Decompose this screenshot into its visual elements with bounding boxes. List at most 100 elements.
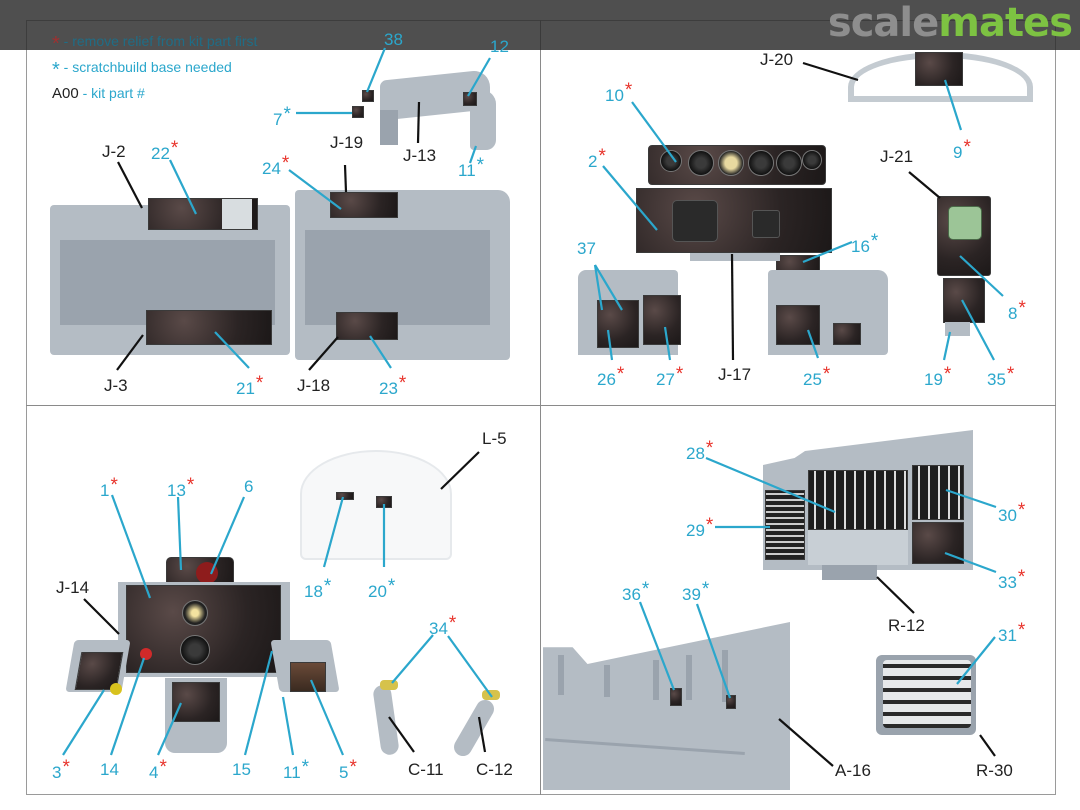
callout-27: 27* [656, 364, 684, 389]
callout-22: 22* [151, 138, 179, 163]
decal-35 [943, 278, 985, 323]
blue-asterisk-icon: * [301, 757, 310, 778]
decal-5 [290, 662, 326, 692]
callout-number: 30 [998, 506, 1017, 525]
callout-37: 37 [577, 240, 596, 258]
part-label-r12: R-12 [888, 616, 925, 635]
callout-30: 30* [998, 500, 1026, 525]
watermark-band [0, 0, 1080, 50]
red-handle-14 [140, 648, 152, 660]
decal-22-gauge [222, 199, 252, 229]
callout-number: 18 [304, 582, 323, 601]
decal-21-console [146, 310, 272, 345]
radar-screen-green [948, 206, 982, 240]
callout-number: 35 [987, 370, 1006, 389]
red-asterisk-icon: * [448, 613, 457, 634]
mfd-left [672, 200, 718, 242]
callout-number: 26 [597, 370, 616, 389]
red-asterisk-icon: * [963, 137, 971, 158]
callout-number: 13 [167, 481, 186, 500]
decal-19-base [945, 322, 970, 336]
red-asterisk-icon: * [943, 364, 952, 385]
part-label-a16: A-16 [835, 761, 871, 780]
callout-number: 3 [52, 763, 62, 782]
callout-28: 28* [686, 439, 713, 463]
part-j17-pedestal [690, 253, 780, 261]
callout-number: 22 [151, 144, 170, 163]
part-label-r30: R-30 [976, 761, 1013, 780]
callout-number: 8 [1008, 304, 1018, 323]
hsi-gauge [180, 635, 210, 665]
part-label-c12: C-12 [476, 760, 513, 779]
legend-blue-text: - scratchbuild base needed [59, 59, 232, 75]
callout-31: 31* [998, 621, 1025, 645]
callout-25: 25* [803, 365, 830, 389]
callout-36: 36* [622, 580, 649, 604]
callout-number: 5 [339, 763, 349, 782]
callout-12: 12 [490, 38, 509, 56]
callout-20: 20* [368, 577, 395, 601]
r12-center-plate [808, 530, 908, 565]
adi-gauge [182, 600, 208, 626]
blue-asterisk-icon: * [283, 104, 291, 125]
decal-34-c11 [380, 680, 398, 690]
callout-number: 6 [244, 477, 254, 496]
gauge-6 [802, 150, 822, 170]
callout-number: 9 [953, 143, 963, 162]
part-label-j18: J-18 [297, 376, 331, 395]
callout-39: 39* [682, 580, 709, 604]
part-label-l5: L-5 [482, 429, 507, 448]
part-label-j3: J-3 [104, 376, 128, 395]
logo-word-mates: mates [938, 0, 1073, 46]
part-label-j13: J-13 [403, 146, 437, 165]
red-asterisk-icon: * [186, 475, 195, 496]
callout-11-top: 11* [458, 156, 484, 180]
callout-number: 29 [686, 521, 705, 540]
callout-29: 29* [686, 516, 713, 540]
callout-number: 11 [458, 161, 476, 180]
scalemates-logo[interactable]: scalemates [827, 0, 1073, 46]
decal-9 [915, 52, 963, 86]
red-asterisk-icon: * [598, 146, 606, 167]
callout-number: 16 [851, 237, 870, 256]
gauge-3 [718, 150, 744, 176]
tub-right-floor [305, 230, 490, 325]
callout-15: 15 [232, 761, 251, 779]
callout-number: 23 [379, 379, 398, 398]
decal-25 [776, 305, 820, 345]
logo-word-scale: scale [827, 0, 939, 46]
red-asterisk-icon: * [398, 373, 407, 394]
decal-34-c12 [482, 690, 500, 700]
callout-number: 15 [232, 760, 251, 779]
red-asterisk-icon: * [159, 757, 167, 778]
callout-21: 21* [236, 374, 263, 398]
gauge-1 [660, 150, 682, 172]
red-asterisk-icon: * [1006, 364, 1015, 385]
part-j17-main-panel [636, 188, 832, 253]
part-r12-tab [822, 565, 877, 580]
callout-number: 20 [368, 582, 387, 601]
a16-rib-1 [558, 655, 564, 695]
callout-number: 33 [998, 573, 1017, 592]
callout-number: 36 [622, 585, 641, 604]
legend: * - remove relief from kit part first * … [52, 30, 257, 105]
part-label-j21: J-21 [880, 147, 914, 166]
blue-asterisk-icon: * [52, 59, 60, 81]
red-asterisk-icon: * [675, 364, 684, 385]
vertical-divider [540, 20, 541, 795]
decal-25b [833, 323, 861, 345]
callout-19: 19* [924, 364, 952, 389]
callout-13: 13* [167, 475, 195, 500]
red-asterisk-icon: * [1017, 500, 1026, 521]
part-label-j17: J-17 [718, 365, 752, 384]
legend-part-text: - kit part # [78, 85, 145, 101]
callout-number: 4 [149, 763, 159, 782]
callout-number: 25 [803, 370, 822, 389]
callout-18: 18* [304, 577, 331, 601]
red-asterisk-icon: * [170, 138, 179, 159]
callout-number: 37 [577, 239, 596, 258]
yellow-knob [110, 683, 122, 695]
legend-part-code: A00 [52, 85, 79, 102]
gauge-5 [776, 150, 802, 176]
callout-11-bottom: 11* [283, 757, 310, 782]
